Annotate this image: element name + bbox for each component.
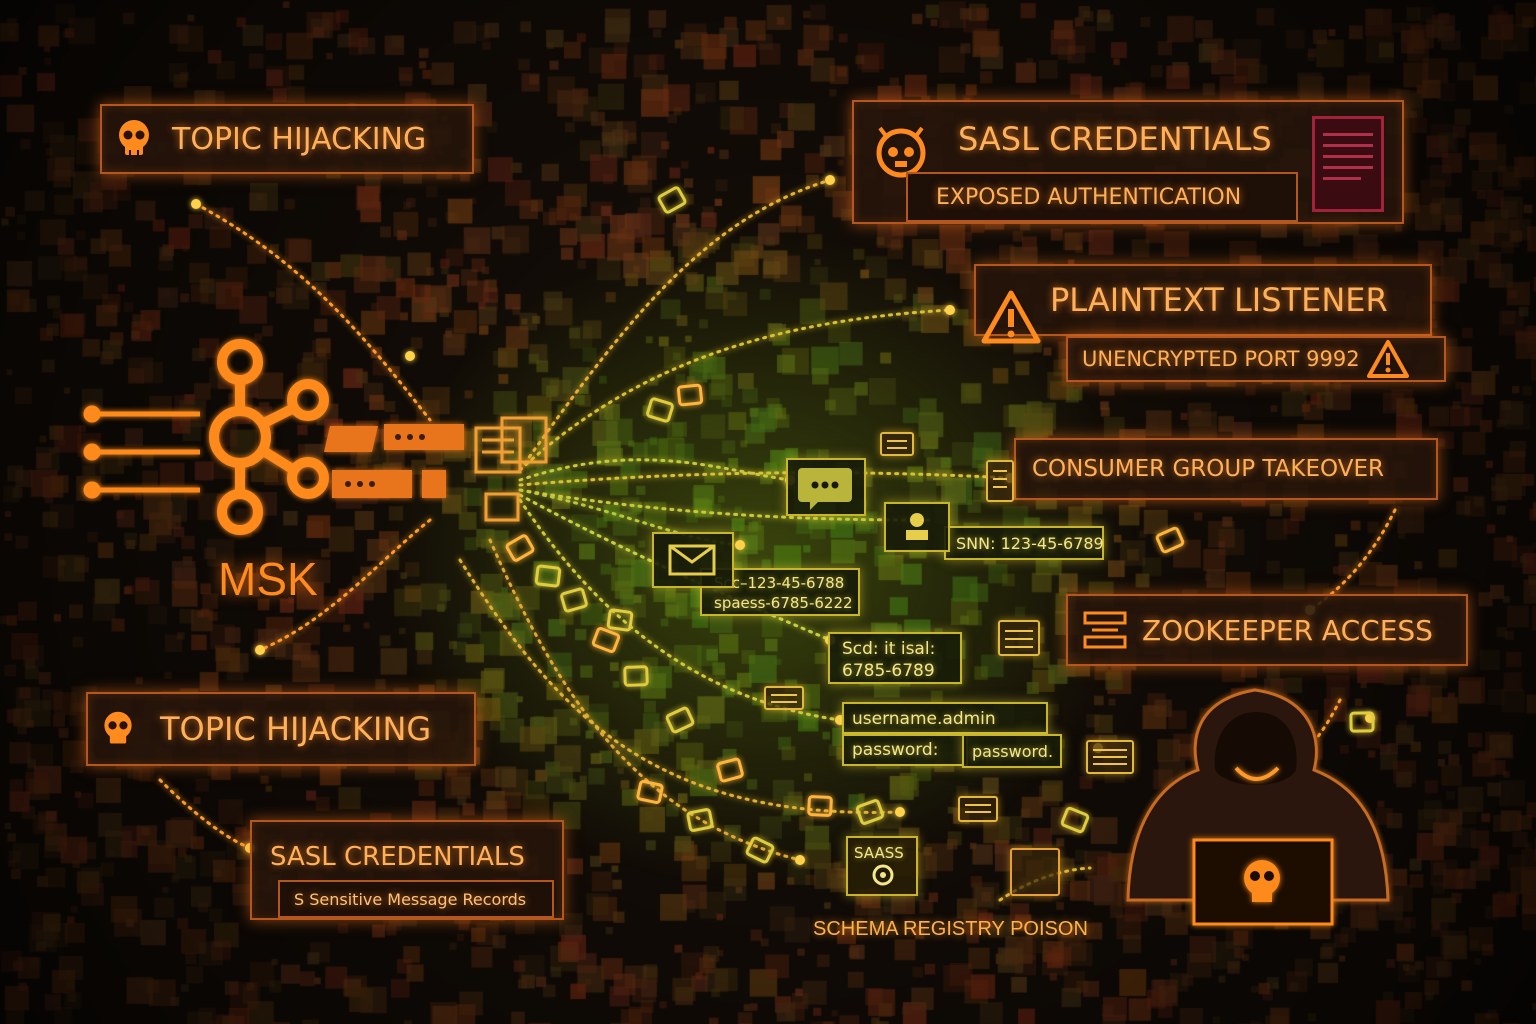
skull-icon <box>119 120 149 155</box>
document-icon <box>1086 740 1134 774</box>
sensitive-records-label: S Sensitive Message Records <box>294 889 527 909</box>
garbled-record-line: Scd: it isal: <box>842 639 936 659</box>
server-icon <box>1083 611 1127 649</box>
sasl-skull-icon <box>876 126 926 178</box>
plaintext-listener-panel: PLAINTEXT LISTENER <box>974 264 1432 344</box>
document-icon <box>764 686 804 710</box>
exposed-authentication-box: EXPOSED AUTHENTICATION <box>906 172 1298 222</box>
hand-cursor-icon <box>1010 848 1060 896</box>
warning-icon <box>981 290 1041 344</box>
unencrypted-port-panel: UNENCRYPTED PORT 9992 <box>1066 336 1446 382</box>
garbled-record-chip-2: Scd: it isal: 6785-6789 <box>828 632 962 684</box>
cycle-icon <box>872 864 894 886</box>
zookeeper-access-panel: ZOOKEEPER ACCESS <box>1066 594 1468 666</box>
username-chip: username.admin <box>842 702 1048 734</box>
garbled-record-line: Scc–123-45-6788 <box>714 574 845 592</box>
sasl-credentials-top-label: SASL CREDENTIALS <box>958 120 1272 158</box>
zookeeper-access-label: ZOOKEEPER ACCESS <box>1142 613 1433 647</box>
consumer-group-takeover-panel: CONSUMER GROUP TAKEOVER <box>1014 438 1438 500</box>
document-icon <box>986 460 1014 502</box>
exposed-authentication-label: EXPOSED AUTHENTICATION <box>936 184 1242 210</box>
sasl-credentials-bottom-panel: SASL CREDENTIALS S Sensitive Message Rec… <box>250 820 564 920</box>
sasl-credentials-top-panel: SASL CREDENTIALS EXPOSED AUTHENTICATION <box>852 100 1404 224</box>
document-icon <box>1312 116 1384 212</box>
msk-label: MSK <box>218 553 318 605</box>
consumer-group-takeover-label: CONSUMER GROUP TAKEOVER <box>1032 456 1384 482</box>
document-icon <box>958 796 998 822</box>
saass-chip: SAASS <box>846 836 918 896</box>
password-value-chip: password. <box>962 734 1062 768</box>
topic-hijacking-top-panel: TOPIC HIJACKING <box>100 104 474 174</box>
skull-icon <box>104 711 132 744</box>
mail-icon <box>652 532 734 588</box>
chat-icon <box>786 458 866 516</box>
topic-hijacking-bottom-label: TOPIC HIJACKING <box>160 710 432 748</box>
garbled-record-line: spaess-6785-6222 <box>714 594 853 612</box>
schema-registry-label: SCHEMA REGISTRY POISON <box>813 918 1088 940</box>
document-icon <box>998 620 1040 656</box>
document-icon <box>880 432 914 456</box>
unencrypted-port-label: UNENCRYPTED PORT 9992 <box>1082 347 1360 371</box>
password-label-chip: password: <box>842 734 968 766</box>
saass-label: SAASS <box>854 844 904 862</box>
sensitive-records-box: S Sensitive Message Records <box>278 880 554 918</box>
ssn-chip: SNN: 123-45-6789 <box>944 526 1104 560</box>
topic-hijacking-bottom-panel: TOPIC HIJACKING <box>86 692 476 766</box>
sasl-credentials-bottom-label: SASL CREDENTIALS <box>270 842 525 872</box>
user-card-icon <box>884 502 950 552</box>
garbled-record-line: 6785-6789 <box>842 661 935 681</box>
warning-icon <box>1366 340 1409 378</box>
topic-hijacking-top-label: TOPIC HIJACKING <box>172 121 427 157</box>
plaintext-listener-label: PLAINTEXT LISTENER <box>1050 281 1388 319</box>
